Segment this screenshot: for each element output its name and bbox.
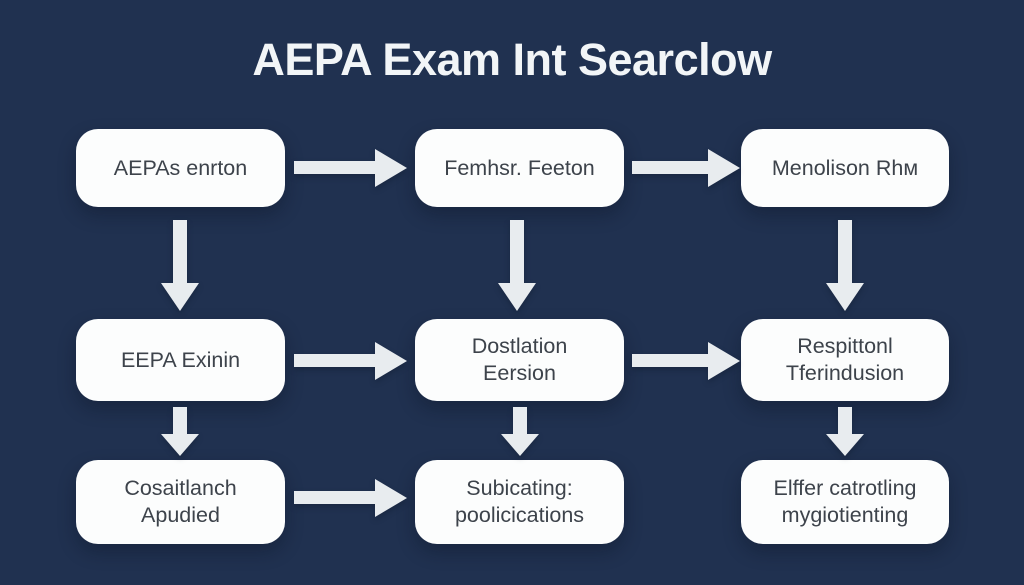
arrow-down-icon-r2c2-r3c2 (513, 407, 527, 434)
page-title: AEPA Exam Int Searclow (252, 34, 772, 85)
flow-node-r1c3: Menolison Rhм (741, 129, 949, 207)
flow-node-r1c1: AEPAs enrton (76, 129, 285, 207)
flow-node-r2c1: EEPA Exinin (76, 319, 285, 401)
arrow-down-icon-r2c3-r3c3 (838, 407, 852, 434)
arrow-right-icon-r1c2-r1c3 (632, 161, 708, 174)
arrow-right-icon-r2c1-r2c2 (294, 354, 375, 367)
arrow-down-icon-r2c1-r3c1 (173, 407, 187, 434)
flow-node-r2c3: Respittonl Tferindusion (741, 319, 949, 401)
arrow-down-icon-r1c2-r2c2 (510, 220, 524, 283)
arrow-down-icon-r1c1-r2c1 (173, 220, 187, 283)
flow-node-r1c2: Femhsr. Feeton (415, 129, 624, 207)
flow-node-r3c1: Cosaitlanch Apudied (76, 460, 285, 544)
arrow-right-icon-r2c2-r2c3 (632, 354, 708, 367)
arrow-down-icon-r1c3-r2c3 (838, 220, 852, 283)
flow-node-r2c2: Dostlation Eersion (415, 319, 624, 401)
flow-node-r3c2: Subicating: poolicications (415, 460, 624, 544)
flow-node-r3c3: Elffer catrotling mygiotienting (741, 460, 949, 544)
arrow-right-icon-r3c1-r3c2 (294, 491, 375, 504)
arrow-right-icon-r1c1-r1c2 (294, 161, 375, 174)
